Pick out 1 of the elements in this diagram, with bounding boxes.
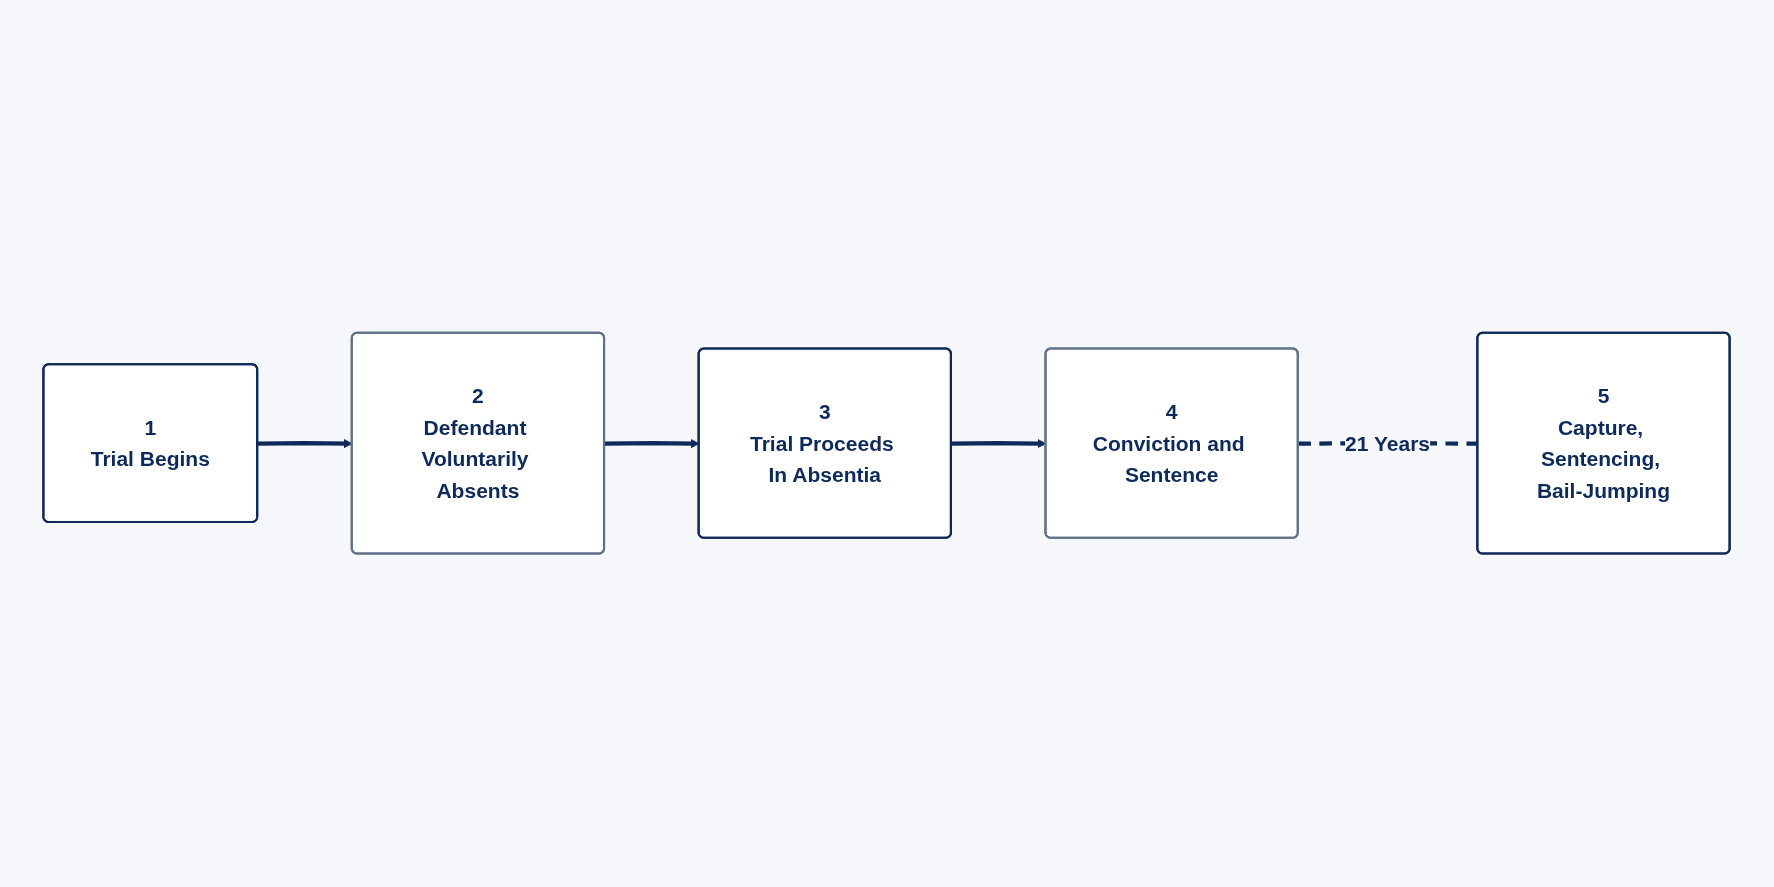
arrow — [951, 439, 1047, 449]
